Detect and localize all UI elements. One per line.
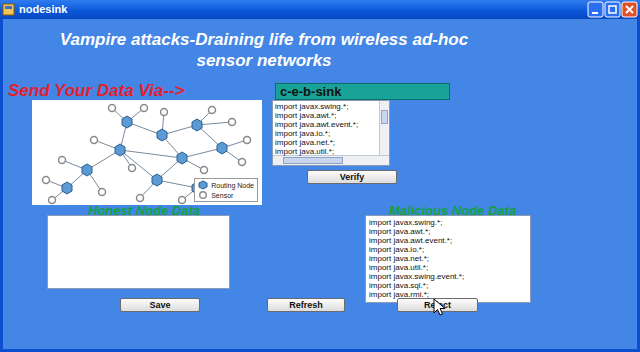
- window-frame: [0, 349, 640, 352]
- legend-box: Routing NodeSensor: [194, 178, 258, 202]
- section-heading: Honest Node Data: [88, 203, 200, 218]
- data-line: import java.net.*;: [369, 254, 464, 263]
- code-line: import java.awt.event.*;: [275, 120, 358, 129]
- data-line: import java.awt.*;: [369, 227, 464, 236]
- mouse-cursor: [433, 298, 447, 318]
- area-lines: import javax.swing.*;import java.awt.*;i…: [369, 218, 464, 299]
- code-line: import java.awt.*;: [275, 111, 358, 120]
- data-line: import java.rmi.*;: [369, 290, 464, 299]
- vertical-scrollbar: [379, 101, 389, 156]
- malicious-data-area: import javax.swing.*;import java.awt.*;i…: [365, 215, 531, 303]
- verify-button: Verify: [307, 170, 397, 184]
- prompt-label: Send Your Data Via-->: [8, 81, 185, 101]
- section-heading: Malicious Node Data: [389, 203, 516, 218]
- data-line: import javax.swing.event.*;: [369, 272, 464, 281]
- button-label: Refresh: [289, 300, 323, 310]
- window-frame: [637, 19, 640, 352]
- window-frame: [0, 19, 3, 352]
- legend-symbol: [198, 190, 208, 200]
- data-line: import javax.swing.*;: [369, 218, 464, 227]
- code-line: import java.io.*;: [275, 129, 358, 138]
- title-bar: nodesink: [0, 0, 640, 19]
- legend-row: Sensor: [198, 190, 254, 200]
- code-line: import javax.swing.*;: [275, 102, 358, 111]
- button-label: Verify: [340, 172, 365, 182]
- field-value: c-e-b-sink: [280, 84, 445, 99]
- app-heading: Vampire attacks-Draining life from wirel…: [52, 29, 476, 71]
- network-image: Routing NodeSensor: [32, 100, 262, 205]
- data-line: import java.util.*;: [369, 263, 464, 272]
- code-lines: import javax.swing.*;import java.awt.*;i…: [275, 102, 358, 156]
- window-title: nodesink: [19, 3, 67, 15]
- data-line: import java.io.*;: [369, 245, 464, 254]
- code-line: import java.util.*;: [275, 147, 358, 156]
- legend-symbol: [198, 180, 208, 190]
- scroll-thumb: [283, 157, 343, 164]
- data-field: c-e-b-sink: [275, 83, 450, 100]
- button-label: Save: [149, 300, 170, 310]
- data-line: import java.awt.event.*;: [369, 236, 464, 245]
- refresh-button: Refresh: [267, 298, 345, 312]
- honest-data-area: Honest Node Data: [47, 215, 230, 289]
- horizontal-scrollbar: [273, 155, 389, 165]
- data-line: import java.sql.*;: [369, 281, 464, 290]
- legend-text: Routing Node: [211, 181, 254, 190]
- legend-row: Routing Node: [198, 180, 254, 190]
- code-text-area: import javax.swing.*;import java.awt.*;i…: [272, 100, 390, 166]
- title-bar-decor: [0, 0, 640, 19]
- scroll-thumb: [381, 110, 388, 124]
- save-button: Save: [120, 298, 200, 312]
- legend-text: Sensor: [211, 191, 233, 200]
- code-line: import java.net.*;: [275, 138, 358, 147]
